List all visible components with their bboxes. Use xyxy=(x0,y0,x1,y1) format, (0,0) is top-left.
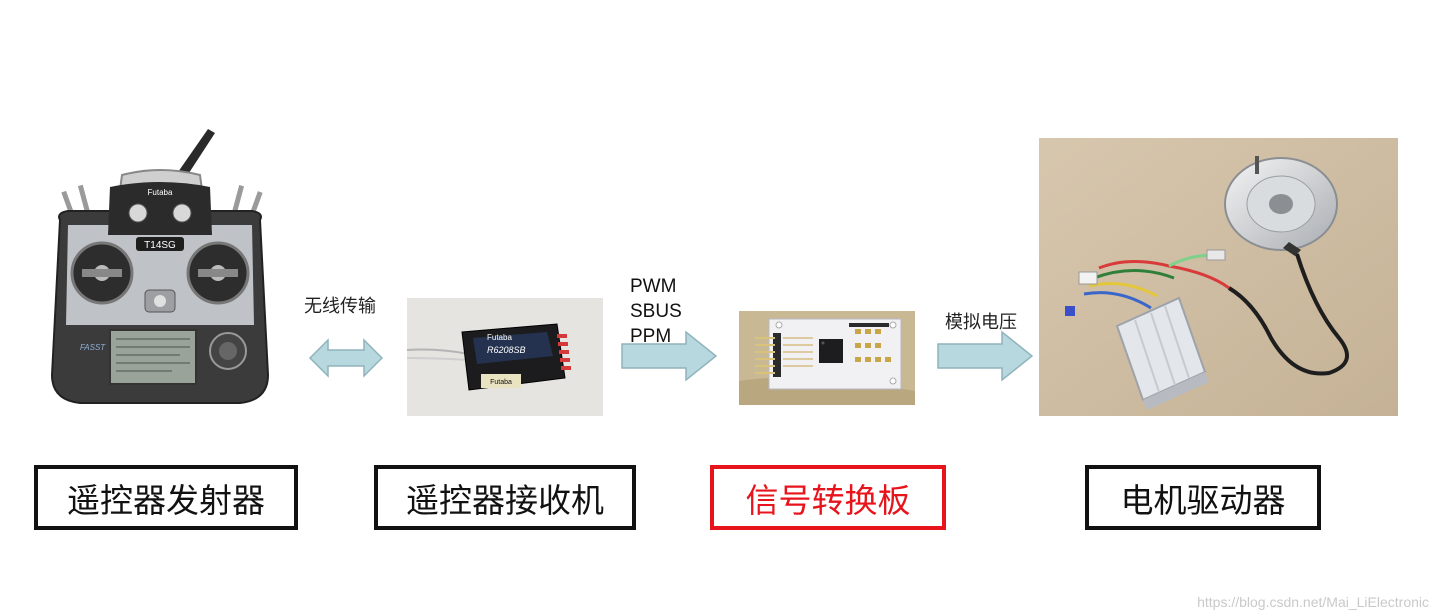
signal-type-sbus: SBUS xyxy=(630,301,682,322)
rc-transmitter-icon: Futaba T14SG FASST xyxy=(50,129,270,404)
label-rc-transmitter: 遥控器发射器 xyxy=(34,465,298,530)
receiver-brand-bottom: Futaba xyxy=(490,379,512,386)
transmitter-model: T14SG xyxy=(144,240,176,251)
analog-arrow xyxy=(936,330,1034,382)
analog-voltage-label: 模拟电压 xyxy=(945,312,1017,333)
rc-transmitter-image: Futaba T14SG FASST xyxy=(40,125,280,415)
motor-driver-image xyxy=(1039,138,1398,416)
rc-receiver-image: Futaba R6208SB Futaba xyxy=(407,298,603,416)
rc-receiver-icon: Futaba R6208SB Futaba xyxy=(407,298,603,416)
motor-driver-icon xyxy=(1039,138,1398,416)
signal-type-pwm: PWM xyxy=(630,276,677,297)
signal-type-ppm: PPM xyxy=(630,326,672,347)
signal-converter-board-image xyxy=(739,311,915,405)
transmitter-brand: Futaba xyxy=(148,188,173,197)
receiver-brand-top: Futaba xyxy=(487,333,512,342)
receiver-model: R6208SB xyxy=(487,345,526,355)
wireless-label: 无线传输 xyxy=(304,296,376,317)
wireless-double-arrow xyxy=(308,338,384,378)
label-signal-converter-board: 信号转换板 xyxy=(710,465,946,530)
label-rc-receiver: 遥控器接收机 xyxy=(374,465,636,530)
watermark: https://blog.csdn.net/Mai_LiElectronic xyxy=(1197,594,1429,610)
signal-arrow xyxy=(620,330,718,382)
signal-converter-board-icon xyxy=(739,311,915,405)
label-motor-driver: 电机驱动器 xyxy=(1085,465,1321,530)
signal-type-list: PWM SBUS PPM xyxy=(630,274,682,349)
svg-text:FASST: FASST xyxy=(80,343,106,352)
